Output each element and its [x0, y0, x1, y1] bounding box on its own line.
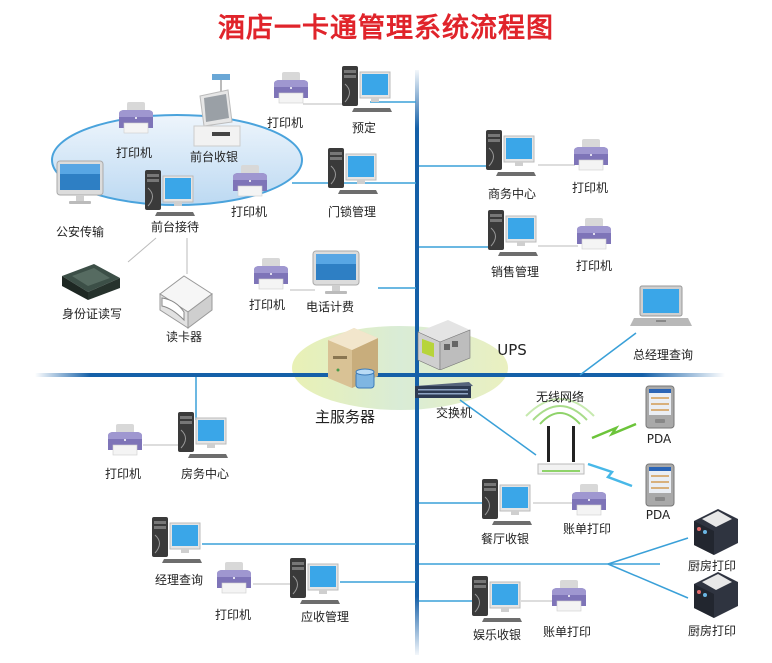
printer-icon [577, 218, 611, 250]
label-printer: 打印机 [230, 205, 268, 219]
label-kitchen-print: 厨房打印 [687, 624, 737, 638]
reception-pc-icon [145, 170, 195, 216]
label-printer: 打印机 [266, 116, 304, 130]
pda-icon [645, 463, 675, 507]
label-printer: 打印机 [571, 181, 609, 195]
main-server-icon [328, 328, 378, 389]
horizontal-bus [35, 373, 725, 377]
label-printer: 打印机 [115, 146, 153, 160]
sales-pc-icon [488, 210, 538, 256]
printer-icon [108, 424, 142, 456]
wifi-arc [532, 405, 588, 421]
door-lock-pc-icon [328, 148, 378, 194]
label-reservation: 预定 [351, 121, 377, 135]
printer-icon [274, 72, 308, 104]
link [127, 237, 157, 263]
label-pda: PDA [645, 508, 671, 522]
label-id-card-reader: 身份证读写 [61, 307, 123, 321]
diagram-title: 酒店一卡通管理系统流程图 [218, 13, 554, 44]
label-manager-query: 经理查询 [154, 573, 204, 587]
label-sales: 销售管理 [490, 265, 540, 279]
printer-icon [119, 102, 153, 134]
link [579, 332, 637, 376]
kitchen-printer-icon [694, 572, 738, 618]
entertainment-pc-icon [472, 576, 522, 622]
label-kitchen-print: 厨房打印 [687, 559, 737, 573]
printer-icon [552, 580, 586, 612]
wireless-signal-1 [591, 422, 637, 440]
laptop-icon [630, 285, 692, 326]
label-housekeeping: 房务中心 [180, 467, 230, 481]
wireless-signal-2 [587, 462, 633, 488]
restaurant-pc-icon [482, 479, 532, 525]
label-restaurant-cashier: 餐厅收银 [480, 532, 530, 546]
label-gm-query: 总经理查询 [632, 348, 694, 362]
printer-icon [574, 139, 608, 171]
wifi-arc [539, 412, 581, 425]
pda-icon [645, 385, 675, 429]
label-phone-billing: 电话计费 [305, 300, 355, 314]
printer-icon [572, 484, 606, 516]
label-switch: 交换机 [435, 406, 473, 420]
printer-icon [254, 258, 288, 290]
vertical-bus [415, 70, 419, 655]
label-printer: 打印机 [214, 608, 252, 622]
label-bill-print: 账单打印 [562, 522, 612, 536]
monitor-icon [312, 250, 360, 294]
label-wireless: 无线网络 [535, 390, 585, 404]
label-business-center: 商务中心 [487, 187, 537, 201]
switch-icon [415, 382, 473, 398]
label-pos-terminal: 前台收银 [189, 150, 239, 164]
label-pda: PDA [646, 432, 672, 446]
ar-pc-icon [290, 558, 340, 604]
printer-icon [233, 165, 267, 197]
label-ar-management: 应收管理 [300, 610, 350, 624]
label-bill-print: 账单打印 [542, 625, 592, 639]
kitchen-printer-icon [694, 509, 738, 555]
label-door-lock: 门锁管理 [327, 205, 377, 219]
housekeeping-pc-icon [178, 412, 228, 458]
reservation-pc-icon [342, 66, 392, 112]
label-printer: 打印机 [248, 298, 286, 312]
card-reader-icon [159, 275, 213, 329]
monitor-icon [56, 160, 104, 204]
wireless-router-icon [537, 426, 585, 475]
label-card-reader: 读卡器 [165, 330, 203, 344]
label-ups: UPS [497, 341, 527, 359]
link [459, 399, 537, 456]
manager-pc-icon [152, 517, 202, 563]
business-center-pc-icon [486, 130, 536, 176]
link [607, 563, 689, 599]
label-reception: 前台接待 [150, 220, 200, 234]
wifi-arc [525, 398, 595, 417]
label-printer: 打印机 [104, 467, 142, 481]
label-entertainment-cashier: 娱乐收银 [472, 628, 522, 642]
label-printer: 打印机 [575, 259, 613, 273]
id-card-reader-icon [62, 264, 120, 300]
printer-icon [217, 562, 251, 594]
ups-icon [417, 320, 471, 370]
pos-terminal-icon [193, 74, 241, 147]
label-police-upload: 公安传输 [55, 225, 105, 239]
link [607, 537, 689, 565]
label-main-server: 主服务器 [314, 408, 376, 426]
